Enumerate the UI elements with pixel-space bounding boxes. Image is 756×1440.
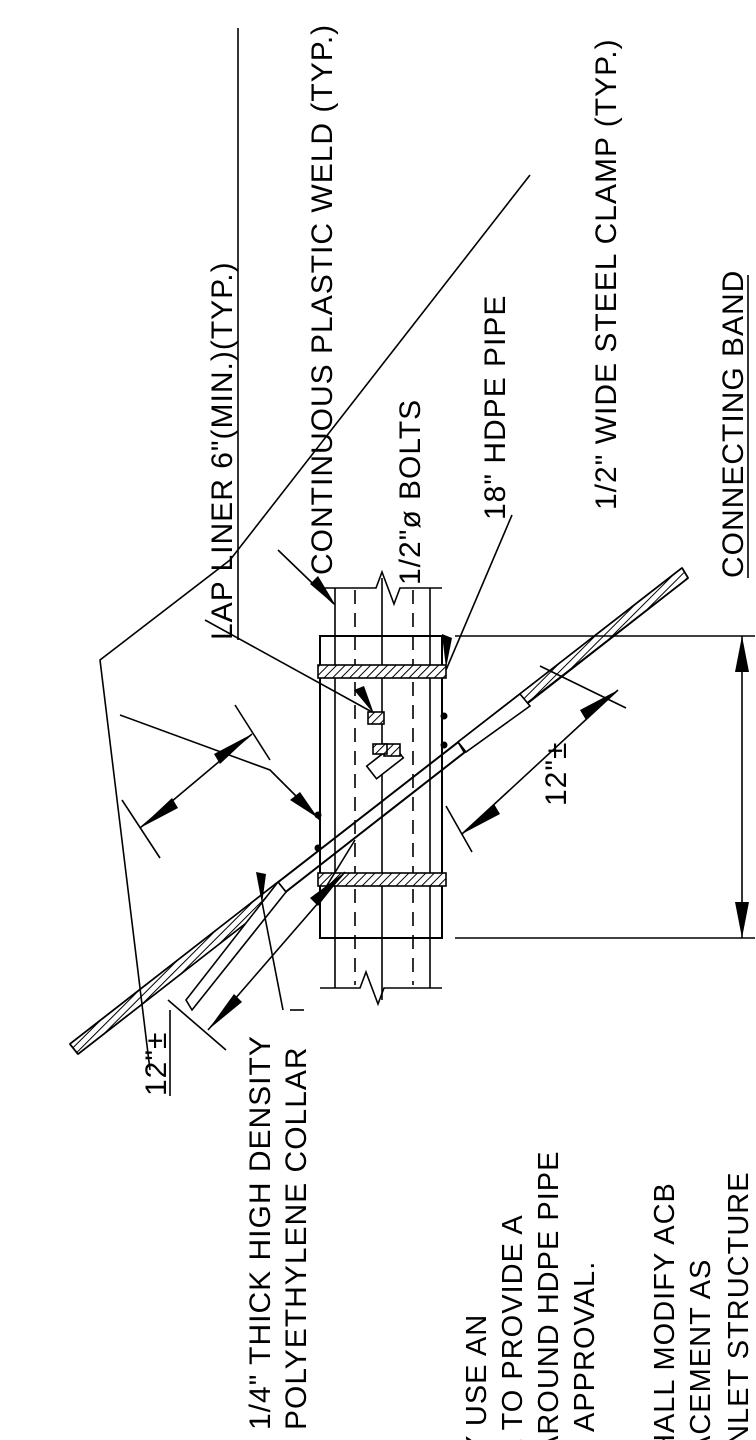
note1-line4: APPROVAL. [569,1261,601,1432]
arrow-clamp [442,634,452,668]
dim-12-right [445,665,627,853]
lap-liner-upper [456,692,532,754]
note2-line2: ACEMENT AS [685,1259,717,1440]
label-lap-liner: LAP LINER 6"(MIN.)(TYP.) [206,261,239,640]
note2-line3: INLET STRUCTURE [723,1171,755,1440]
note2-line1: HALL MODIFY ACB [649,1182,681,1440]
label-steel-clamp: 1/2" WIDE STEEL CLAMP (TYP.) [590,38,623,510]
arrow-collar [256,872,266,904]
label-plastic-weld: CONTINUOUS PLASTIC WELD (TYP.) [306,24,339,575]
label-collar-line1: 1/4" THICK HIGH DENSITY [244,1035,277,1430]
steel-clamp-bottom [317,872,447,887]
arrow-pipe [310,576,336,606]
note1-line3: AROUND HDPE PIPE [533,1151,565,1440]
label-connecting-band: CONNECTING BAND [717,270,750,578]
dim-lap-liner [121,704,271,859]
note1-line2: L TO PROVIDE A [497,1214,529,1440]
label-hdpe-pipe: 18" HDPE PIPE [479,295,512,520]
lap-liner-lower [185,880,288,1012]
bolt-assembly [365,711,405,780]
liner-hatch-lower [68,880,288,1056]
label-collar-line2: POLYETHYLENE COLLAR [280,1046,313,1430]
arrow-bolts [354,686,374,714]
steel-clamp-top [317,664,447,679]
dim-12-left [167,839,356,1051]
label-dim-right: 12"± [540,742,573,806]
hdpe-pipe [319,569,443,1007]
note1-line1: Y USE AN [461,1314,493,1440]
dim-connecting-band [455,635,755,939]
label-dim-left: 12"± [140,1032,173,1096]
label-bolts: 1/2"ø BOLTS [394,399,427,585]
arrow-weld [290,792,318,818]
